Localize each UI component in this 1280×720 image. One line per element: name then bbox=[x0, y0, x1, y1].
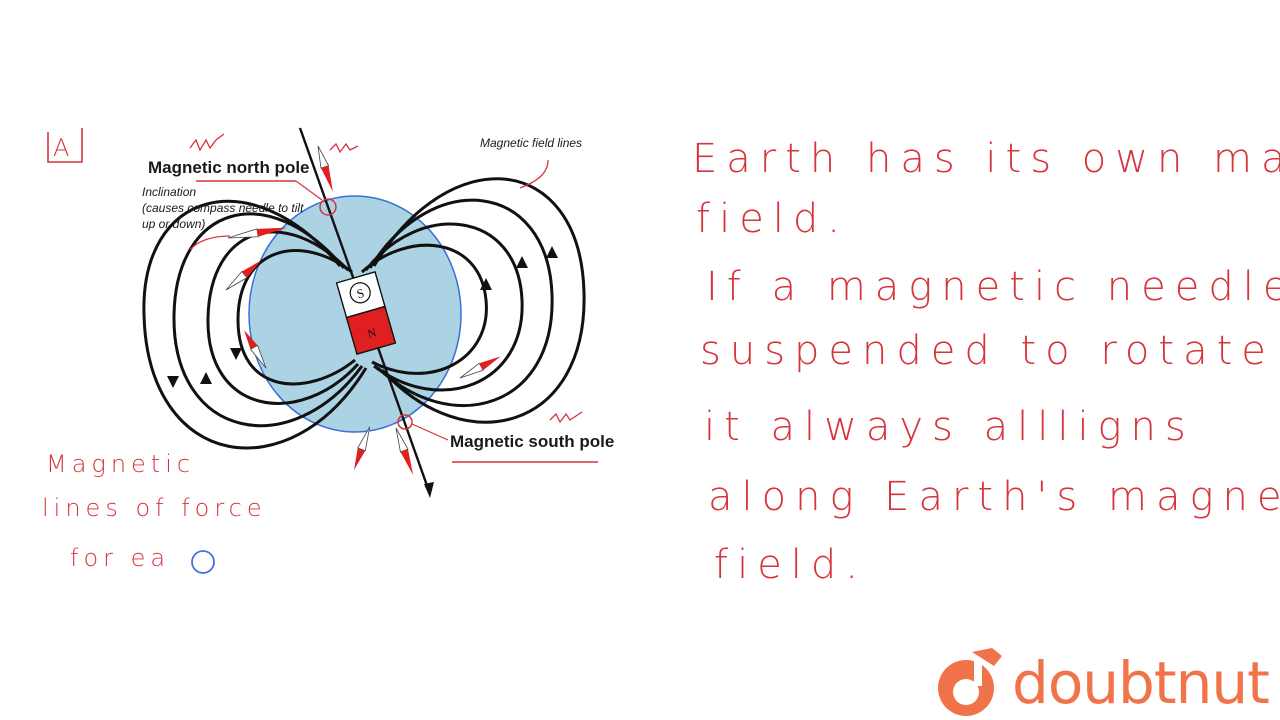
magnet-n-label: N bbox=[366, 325, 379, 341]
inclination-pointer bbox=[189, 235, 231, 251]
note-right-line7: field. bbox=[714, 542, 867, 588]
field-arrowheads bbox=[167, 246, 558, 388]
panel-label: A bbox=[47, 128, 83, 163]
inclination-title: Inclination bbox=[142, 185, 196, 199]
note-right-line1: Earth has its own magnetic bbox=[692, 136, 1280, 182]
note-left-line3: for ea bbox=[70, 544, 170, 572]
brand-logo-text: doubtnut bbox=[1012, 649, 1270, 717]
north-pole-label: Magnetic north pole bbox=[148, 158, 310, 177]
inclination-note-line1: (causes compass needle to tilt bbox=[142, 201, 304, 215]
annotation-squiggles bbox=[189, 133, 583, 424]
note-right-line5: it always allligns bbox=[704, 404, 1195, 450]
note-left-line1: Magnetic bbox=[46, 450, 195, 478]
north-pole-pointer bbox=[295, 180, 323, 201]
note-right-line3: If a magnetic needle is bbox=[706, 264, 1280, 310]
note-right-line4: suspended to rotate freely bbox=[700, 328, 1280, 374]
field-lines-label: Magnetic field lines bbox=[480, 136, 582, 150]
pen-cursor-icon bbox=[191, 550, 215, 574]
south-pole-label: Magnetic south pole bbox=[450, 432, 614, 451]
field-lines-pointer bbox=[519, 159, 549, 189]
field-lines bbox=[142, 177, 586, 450]
panel-label-text: A bbox=[53, 134, 69, 162]
note-right-line2: field. bbox=[696, 196, 849, 242]
note-right-line6: along Earth's magnetic bbox=[708, 474, 1280, 520]
south-pole-pointer bbox=[411, 423, 449, 441]
north-pole-marker bbox=[319, 198, 337, 216]
note-left-line2: lines of force bbox=[42, 494, 267, 522]
bar-magnet: S N bbox=[335, 271, 397, 355]
notes-right: Earth has its own magnetic field. If a m… bbox=[692, 136, 1280, 588]
south-pole-marker bbox=[397, 414, 413, 430]
compass-needles bbox=[225, 145, 501, 475]
inclination-note-line2: up or down) bbox=[142, 217, 205, 231]
axis-arrowhead bbox=[424, 482, 434, 498]
magnet-s-label: S bbox=[355, 285, 366, 301]
notes-left: Magnetic lines of force for ea bbox=[42, 450, 267, 572]
doubtnut-logo-icon bbox=[938, 648, 1002, 716]
